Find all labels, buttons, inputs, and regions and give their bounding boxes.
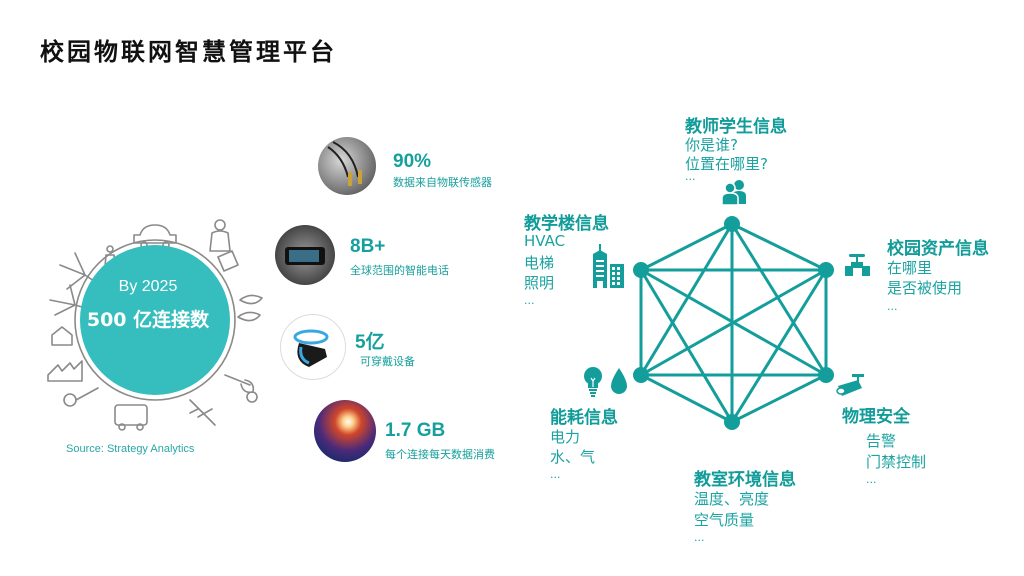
wearable-band-image — [280, 314, 346, 380]
node-line: 水、气 — [550, 448, 596, 466]
globe-caption: By 2025 500 亿连接数 — [78, 230, 218, 370]
node-line: 温度、亮度 — [694, 490, 770, 508]
stat-value-sensors: 90% — [393, 151, 432, 172]
node-line: 门禁控制 — [866, 453, 927, 471]
node-title: 教室环境信息 — [694, 470, 796, 490]
node-line: 告警 — [866, 432, 897, 450]
data-light-image — [314, 400, 376, 462]
node-line: 电梯 — [524, 254, 555, 272]
node-line: HVAC — [524, 232, 566, 250]
node-line: ... — [866, 473, 877, 486]
iot-globe-illustration — [47, 219, 263, 431]
node-line: 电力 — [550, 428, 581, 446]
source-citation: Source: Strategy Analytics — [66, 443, 195, 455]
stat-desc-smartphones: 全球范围的智能电话 — [350, 264, 449, 277]
people-icon — [721, 180, 746, 206]
security-camera-icon — [836, 374, 864, 396]
globe-connections: 500 亿连接数 — [86, 309, 210, 331]
stat-value-wearables: 5亿 — [355, 332, 385, 353]
node-line: ... — [685, 170, 696, 183]
stat-desc-data-consumption: 每个连接每天数据消费 — [385, 448, 495, 461]
node-line: 空气质量 — [694, 511, 755, 529]
node-title: 物理安全 — [842, 407, 910, 427]
node-line: ... — [524, 294, 535, 307]
stat-value-data-consumption: 1.7 GB — [385, 420, 446, 441]
stat-desc-sensors: 数据来自物联传感器 — [393, 176, 492, 189]
sensor-cables-image — [318, 137, 376, 195]
node-line: 你是谁? — [685, 136, 738, 154]
smartphone-image — [275, 225, 335, 285]
node-title: 教师学生信息 — [685, 117, 787, 137]
node-line: ... — [550, 468, 561, 481]
page-title: 校园物联网智慧管理平台 — [40, 37, 337, 66]
building-icon — [593, 244, 624, 288]
valve-icon — [845, 254, 870, 276]
node-line: 照明 — [524, 274, 555, 292]
node-title: 教学楼信息 — [524, 214, 609, 234]
node-line: 是否被使用 — [887, 279, 963, 297]
node-line: 位置在哪里? — [685, 155, 768, 173]
node-title: 校园资产信息 — [887, 239, 989, 259]
node-title: 能耗信息 — [550, 408, 618, 428]
stat-value-smartphones: 8B+ — [350, 236, 386, 257]
globe-year: By 2025 — [118, 278, 178, 295]
stat-desc-wearables: 可穿戴设备 — [360, 355, 415, 368]
bulb-drop-icon — [584, 367, 627, 397]
node-line: 在哪里 — [887, 259, 933, 277]
node-line: ... — [694, 531, 705, 544]
node-line: ... — [887, 300, 898, 313]
